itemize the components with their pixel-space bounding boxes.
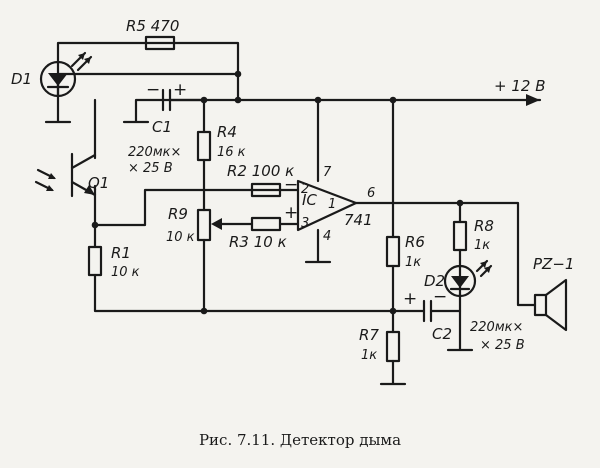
pz1-label: PZ−1	[533, 255, 574, 273]
r3-label: R3 10 к	[229, 233, 287, 251]
r7-value: 1к	[361, 348, 377, 363]
r1-resistor	[87, 245, 103, 277]
pz1-speaker-icon	[533, 278, 568, 332]
r3-resistor	[250, 216, 282, 232]
c2-value-line2: × 25 В	[480, 338, 525, 353]
r7-label: R7	[359, 326, 379, 344]
ic-741-opamp-icon	[296, 179, 358, 232]
q1-phototransistor-icon	[34, 152, 97, 198]
r9-label: R9	[168, 205, 188, 223]
supply-arrow-icon	[526, 94, 540, 106]
c1-value-line1: 220мк×	[128, 145, 181, 160]
r9-value: 10 к	[166, 230, 195, 245]
ic-pin2-label: 2	[301, 182, 309, 197]
c1-capacitor	[161, 88, 206, 112]
ic-pin4-label: 4	[323, 229, 331, 244]
r6-resistor	[385, 235, 401, 268]
c2-capacitor	[422, 299, 433, 323]
supply-label: + 12 В	[494, 77, 545, 95]
c2-value-line1: 220мк×	[470, 320, 523, 335]
ic-pin1-label: 1	[328, 197, 336, 212]
d1-label: D1	[11, 70, 32, 88]
r6-value: 1к	[405, 255, 421, 270]
r1-label: R1	[111, 244, 131, 262]
ic-pin6-label: 6	[367, 186, 375, 201]
r1-value: 10 к	[111, 265, 140, 280]
r4-value: 16 к	[217, 145, 246, 160]
c2-plus-sign: +	[403, 289, 417, 309]
figure-caption: Рис. 7.11. Детектор дыма	[199, 431, 401, 449]
c1-plus-sign: +	[173, 80, 187, 100]
c1-minus-sign: −	[146, 80, 160, 100]
ic-label: IC	[302, 191, 317, 209]
r6-label: R6	[405, 233, 425, 251]
q1-label: Q1	[88, 174, 109, 192]
ic-pin3-label: 3	[301, 216, 309, 231]
c1-value-line2: × 25 В	[128, 161, 173, 176]
ic-inverting-sign: −	[284, 175, 298, 195]
r9-wiper-arrow-icon	[211, 218, 222, 230]
r9-potentiometer	[196, 208, 212, 242]
d2-led-icon	[443, 259, 493, 298]
c1-label: C1	[152, 118, 172, 136]
d1-led-icon	[39, 51, 93, 98]
r4-label: R4	[217, 123, 237, 141]
r5-resistor	[144, 35, 176, 51]
ic-part-number: 741	[344, 211, 373, 229]
r8-value: 1к	[474, 238, 490, 253]
ic-noninverting-sign: +	[284, 203, 298, 223]
r4-resistor	[196, 130, 212, 162]
r8-label: R8	[474, 217, 494, 235]
r2-resistor	[250, 182, 282, 198]
wires	[44, 41, 542, 386]
junction-dots	[91, 70, 464, 315]
d2-label: D2	[424, 272, 445, 290]
c2-minus-sign: −	[433, 287, 447, 307]
r7-resistor	[385, 330, 401, 363]
c2-label: C2	[432, 325, 452, 343]
r8-resistor	[452, 220, 468, 252]
r2-label: R2 100 к	[227, 162, 294, 180]
r5-label: R5 470	[126, 17, 179, 35]
ic-pin7-label: 7	[323, 165, 332, 180]
